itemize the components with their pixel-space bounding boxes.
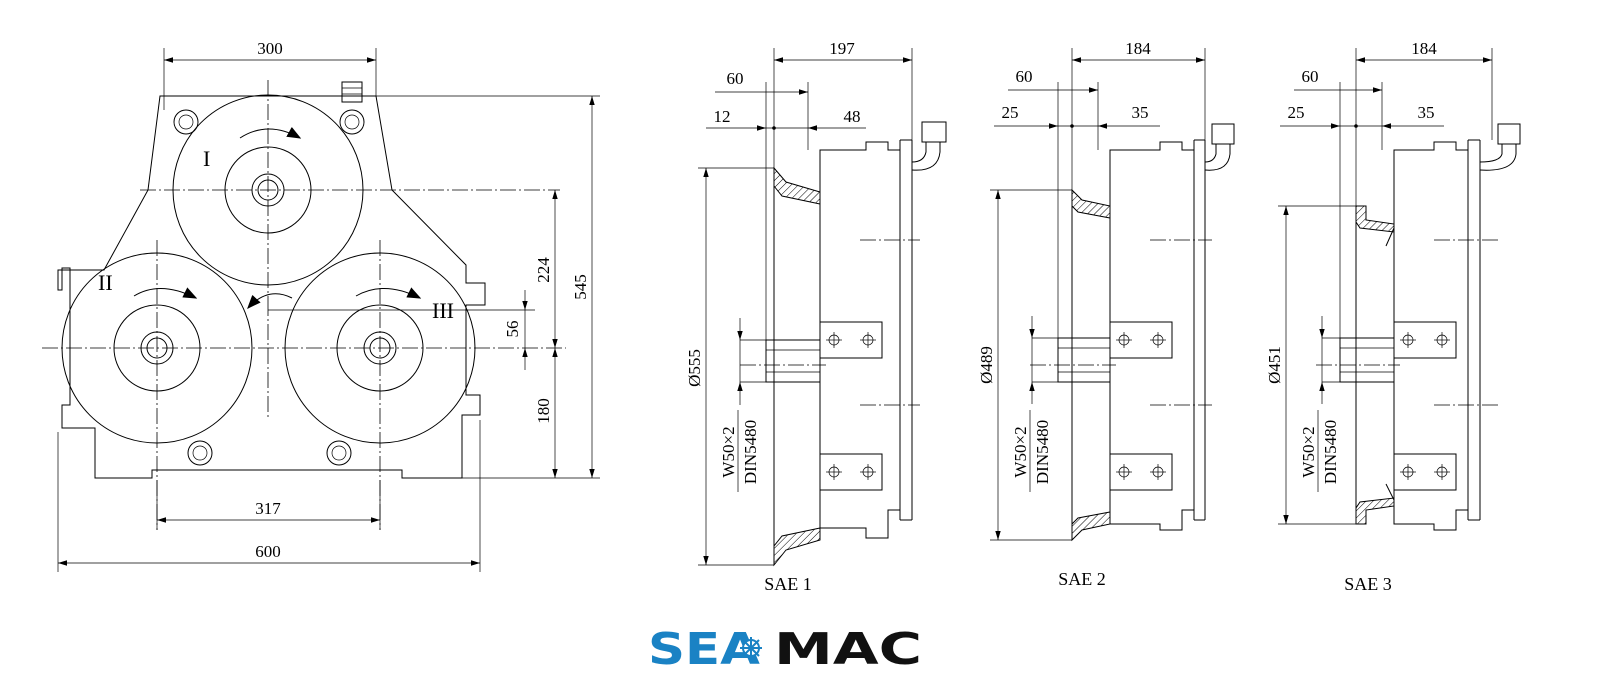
side-view-sae-3: 184 60 25 35 Ø451 W50×2 DIN5480 SAE 3 (1265, 39, 1521, 594)
breather-fitting (921, 121, 947, 143)
dim-a: 60 (1016, 67, 1033, 86)
dim-overall: 197 (829, 39, 855, 58)
dim-diameter: Ø451 (1265, 346, 1284, 384)
gearbox-housing (57, 95, 486, 479)
logo-mac: MAC (774, 624, 922, 670)
front-view: I II III 300 317 600 545 224 180 (42, 39, 600, 572)
dim-c: 35 (1418, 103, 1435, 122)
mount-plate (819, 321, 883, 359)
dim-545: 545 (571, 274, 590, 300)
spline-standard: DIN5480 (1321, 420, 1340, 484)
seamac-logo: SEA MAC (648, 624, 922, 670)
mount-plate (1109, 321, 1173, 359)
mount-hole (339, 109, 365, 135)
bell-housing-top (773, 166, 821, 205)
bell-housing-top (1355, 205, 1395, 233)
spline-standard: DIN5480 (1033, 420, 1052, 484)
dim-300: 300 (257, 39, 283, 58)
mount-plate (1393, 321, 1457, 359)
dim-b: 25 (1002, 103, 1019, 122)
dim-b: 25 (1288, 103, 1305, 122)
mount-plate (819, 453, 883, 491)
dim-b: 12 (714, 107, 731, 126)
shaft-label-I: I (203, 146, 210, 171)
dim-180: 180 (534, 398, 553, 424)
spline-spec: W50×2 (1299, 426, 1318, 477)
side-view-sae-2: 184 60 25 35 Ø489 W50×2 DIN5480 SAE 2 (977, 39, 1235, 589)
dim-c: 35 (1132, 103, 1149, 122)
dim-diameter: Ø489 (977, 346, 996, 384)
caption-sae-1: SAE 1 (764, 574, 812, 594)
caption-sae-2: SAE 2 (1058, 569, 1106, 589)
dim-224: 224 (534, 257, 553, 283)
ship-wheel-icon (740, 637, 762, 659)
dim-diameter: Ø555 (685, 349, 704, 387)
dim-overall: 184 (1125, 39, 1151, 58)
dim-600: 600 (255, 542, 281, 561)
spline-spec: W50×2 (719, 426, 738, 477)
breather-fitting (1497, 123, 1521, 145)
caption-sae-3: SAE 3 (1344, 574, 1392, 594)
breather-plug (341, 81, 363, 103)
mount-plate (1109, 453, 1173, 491)
dim-56: 56 (503, 321, 522, 338)
dim-a: 60 (727, 69, 744, 88)
side-view-sae-1: 197 60 12 48 Ø555 W50×2 DIN5480 SAE 1 (685, 39, 947, 594)
mount-hole (187, 440, 213, 466)
spline-standard: DIN5480 (741, 420, 760, 484)
dim-overall: 184 (1411, 39, 1437, 58)
bell-housing-bottom (1071, 511, 1111, 542)
shaft-label-III: III (432, 298, 454, 323)
mount-hole (173, 109, 199, 135)
dim-a: 60 (1302, 67, 1319, 86)
breather-fitting (1211, 123, 1235, 145)
bell-housing-bottom (1355, 497, 1395, 525)
mount-plate (1393, 453, 1457, 491)
mount-hole (326, 440, 352, 466)
dim-c: 48 (844, 107, 861, 126)
shaft-label-II: II (98, 270, 113, 295)
bell-housing-bottom (773, 527, 821, 567)
dim-317: 317 (255, 499, 281, 518)
bell-housing-top (1071, 188, 1111, 219)
spline-spec: W50×2 (1011, 426, 1030, 477)
